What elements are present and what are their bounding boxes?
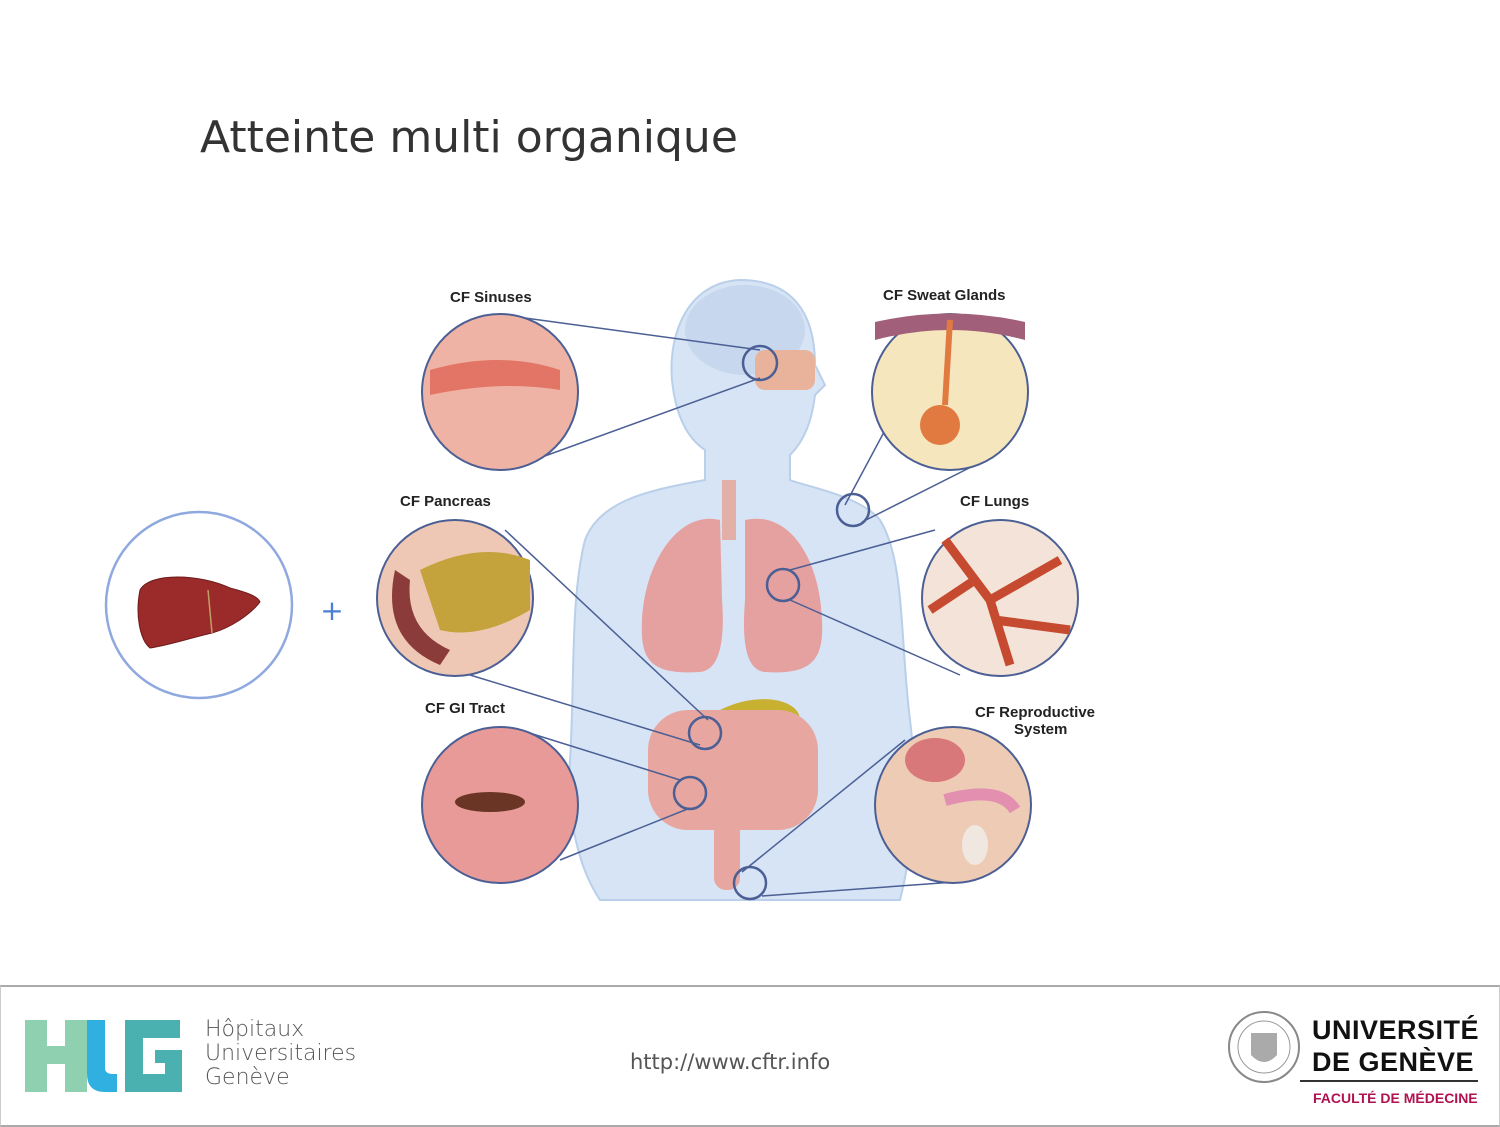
slide-title: Atteinte multi organique: [200, 112, 738, 163]
hug-name: Hôpitaux Universitaires Genève: [205, 1018, 356, 1090]
source-link[interactable]: http://www.cftr.info: [630, 1050, 831, 1074]
body-markers: [672, 344, 871, 901]
label-pancreas: CF Pancreas: [400, 493, 491, 510]
cf-organ-diagram: CF Sinuses CF Sweat Glands CF Pancreas C…: [104, 278, 1095, 901]
gi-tract-detail: [421, 726, 579, 884]
sweat-glands-detail: [871, 313, 1029, 471]
hug-line-1: Hôpitaux: [205, 1017, 305, 1042]
label-gi-tract: CF GI Tract: [425, 700, 505, 717]
liver-detail: [104, 510, 294, 700]
lungs-illustration: [641, 480, 823, 673]
sinuses-detail: [421, 313, 579, 471]
plus-sign: +: [320, 594, 343, 627]
hug-line-2: Universitaires: [205, 1041, 357, 1066]
label-lungs: CF Lungs: [960, 493, 1029, 510]
divider: [1300, 1080, 1478, 1082]
label-sinuses: CF Sinuses: [450, 289, 532, 306]
unige-line-1: UNIVERSITÉ: [1312, 1015, 1480, 1045]
label-sweat-glands: CF Sweat Glands: [883, 287, 1006, 304]
label-reproductive-2: System: [1014, 721, 1067, 738]
label-reproductive-1: CF Reproductive: [975, 704, 1095, 721]
nasal-cavity: [755, 350, 815, 390]
pancreas-detail: [376, 519, 534, 677]
hug-line-3: Genève: [205, 1065, 290, 1090]
hug-logo: [25, 1020, 182, 1092]
unige-line-2: DE GENÈVE: [1312, 1047, 1475, 1077]
liver-icon: [137, 576, 261, 649]
reproductive-detail: [874, 726, 1032, 884]
lungs-detail: [921, 519, 1079, 677]
connector-lines: [469, 317, 986, 897]
faculty-name: FACULTÉ DE MÉDECINE: [1313, 1090, 1478, 1106]
unige-name: UNIVERSITÉ DE GENÈVE: [1312, 1014, 1479, 1078]
unige-seal-icon: [1228, 1011, 1300, 1083]
